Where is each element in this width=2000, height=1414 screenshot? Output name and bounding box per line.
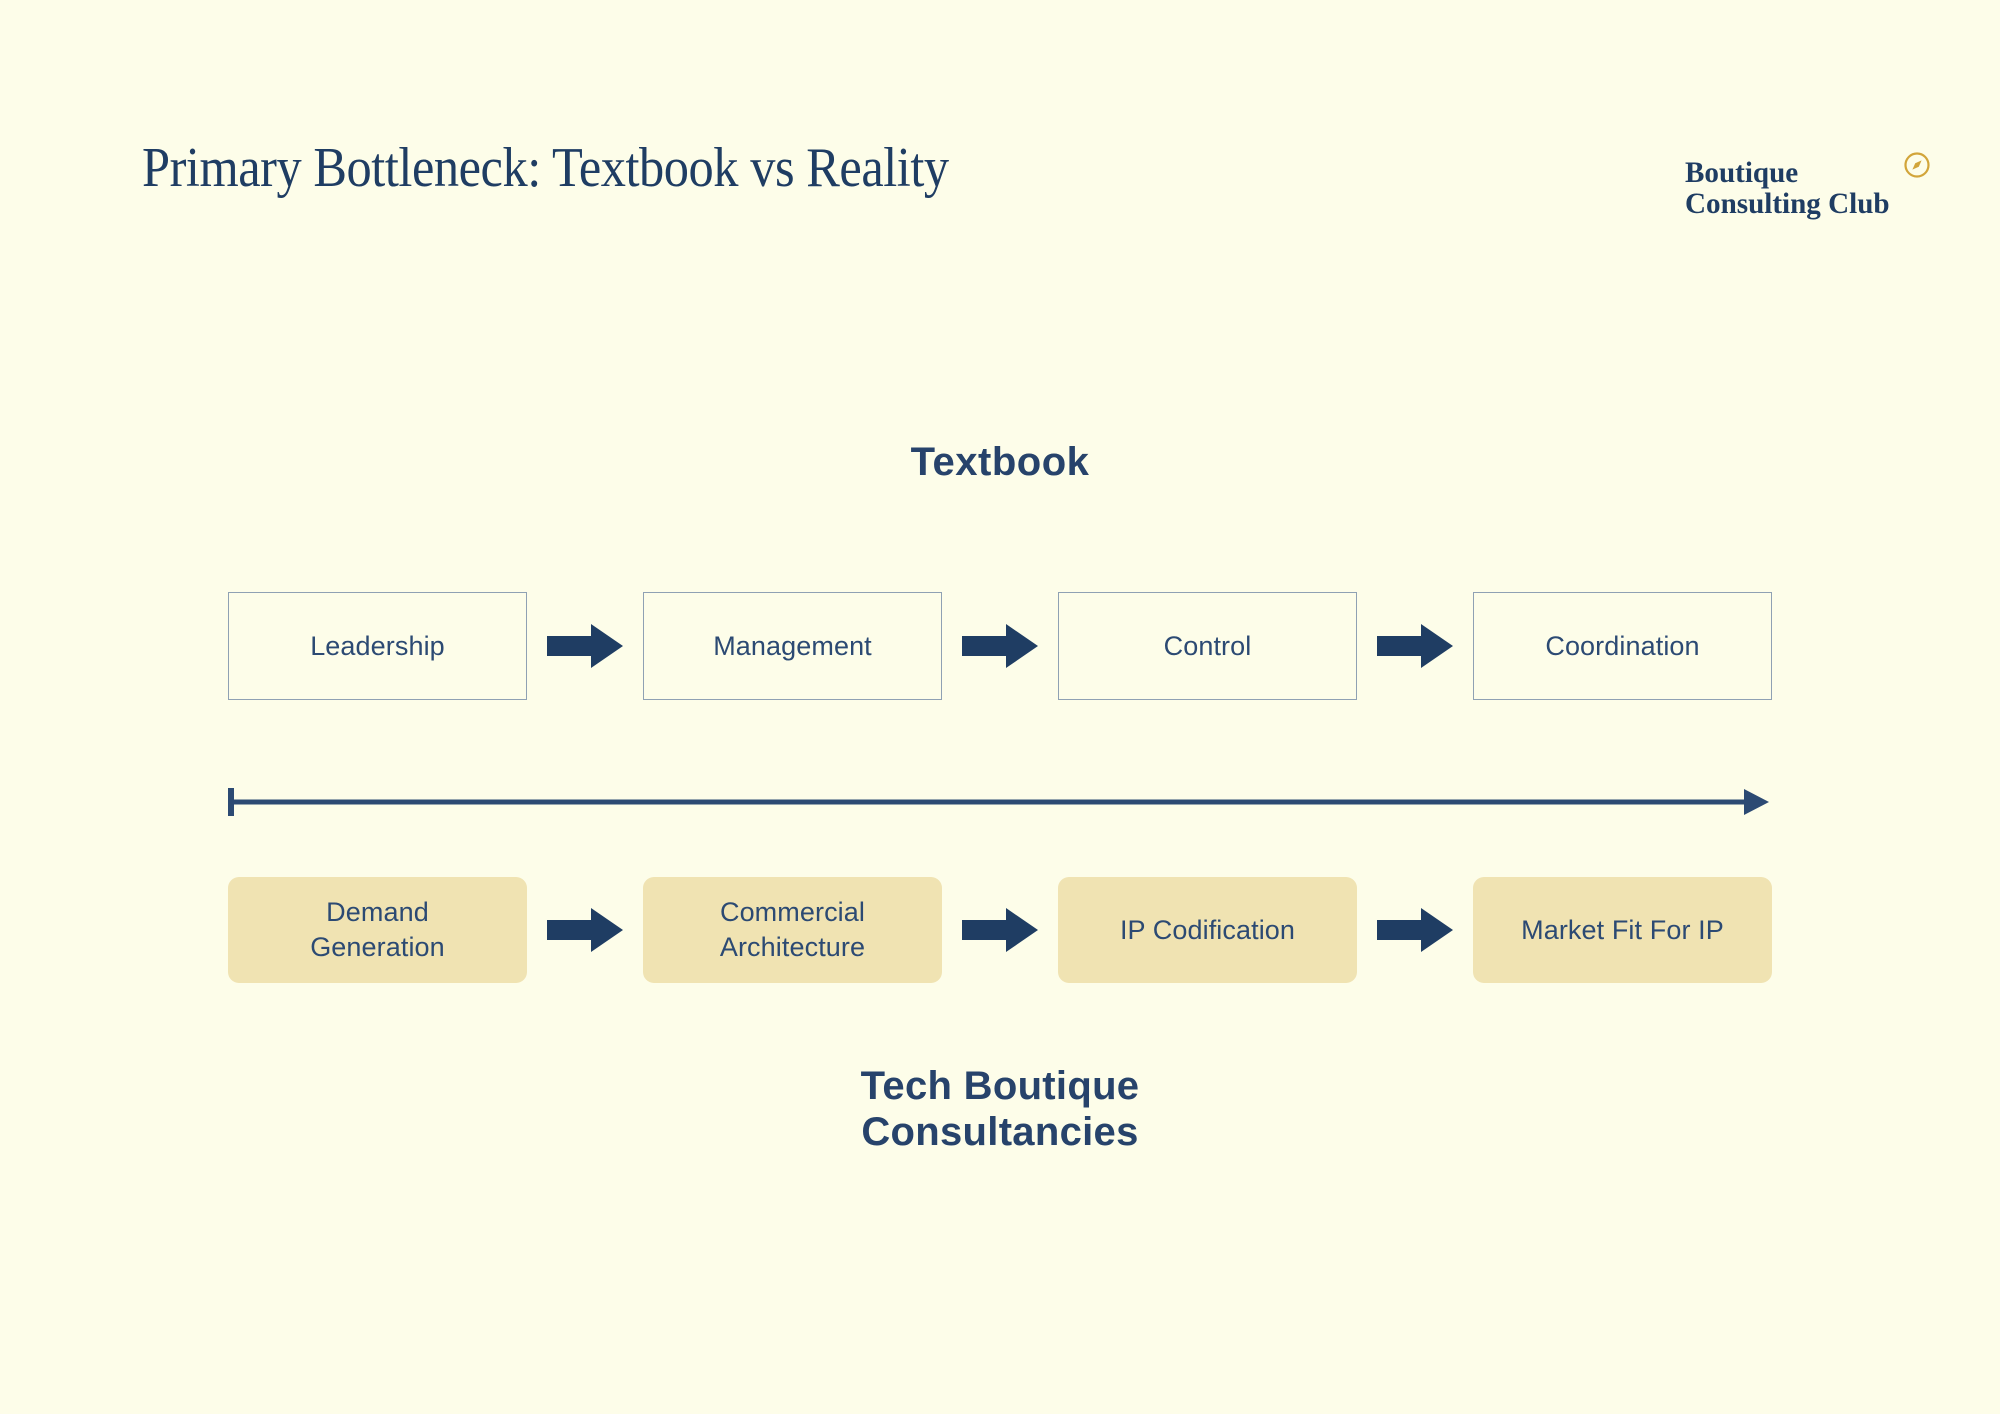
brand-logo-line1: Boutique [1685, 156, 1799, 189]
flow-node-label-wrap: Demand Generation [310, 895, 445, 964]
flow-node-label: Leadership [310, 630, 445, 661]
flow-row-textbook: Leadership Management Control Coordinati… [228, 591, 1772, 701]
flow-node-leadership[interactable]: Leadership [228, 592, 527, 700]
flow-node-label-line1: Demand [326, 897, 429, 928]
flow-node-commercial-architecture[interactable]: Commercial Architecture [643, 877, 942, 983]
arrow-right-icon [547, 624, 623, 668]
arrow-right-icon [547, 908, 623, 952]
flow-node-label-wrap: Commercial Architecture [720, 895, 865, 964]
flow-node-label-wrap: Market Fit For IP [1521, 913, 1724, 948]
page-title: Primary Bottleneck: Textbook vs Reality [142, 137, 949, 199]
flow-node-demand-generation[interactable]: Demand Generation [228, 877, 527, 983]
flow-node-label-line1: Market Fit For IP [1521, 914, 1724, 945]
flow-node-label: Coordination [1545, 630, 1700, 661]
arrow-right-icon [962, 624, 1038, 668]
flow-node-label: Management [713, 630, 872, 661]
flow-node-coordination[interactable]: Coordination [1473, 592, 1772, 700]
flow-node-label: Control [1163, 630, 1252, 661]
arrow-right-icon [1377, 908, 1453, 952]
flow-row-tech-boutique: Demand Generation Commercial Architectur… [228, 876, 1772, 984]
flow-node-label-line2: Generation [310, 932, 445, 962]
compass-icon [1904, 152, 1930, 178]
section-heading-textbook: Textbook [910, 440, 1090, 484]
flow-node-label-line1: Commercial [719, 897, 865, 928]
flow-node-market-fit-for-ip[interactable]: Market Fit For IP [1473, 877, 1772, 983]
brand-logo: Boutique Consulting Club [1685, 152, 1932, 220]
arrow-right-icon [962, 908, 1038, 952]
flow-node-ip-codification[interactable]: IP Codification [1058, 877, 1357, 983]
section-heading-tech-boutique: Tech Boutique Consultancies [0, 1063, 2000, 1155]
flow-node-label-line2: Architecture [719, 932, 866, 962]
arrow-right-icon [1377, 624, 1453, 668]
brand-logo-line2: Consulting Club [1685, 186, 1890, 220]
brand-logo-text: Boutique Consulting Club [1685, 156, 1890, 220]
section-heading-line2: Consultancies [861, 1110, 1139, 1154]
flow-node-label-line1: IP Codification [1119, 914, 1296, 945]
flow-node-control[interactable]: Control [1058, 592, 1357, 700]
flow-node-management[interactable]: Management [643, 592, 942, 700]
section-heading-line1: Tech Boutique [860, 1064, 1140, 1108]
axis-arrow-right-icon [228, 788, 1769, 816]
flow-node-label-wrap: IP Codification [1120, 913, 1295, 948]
